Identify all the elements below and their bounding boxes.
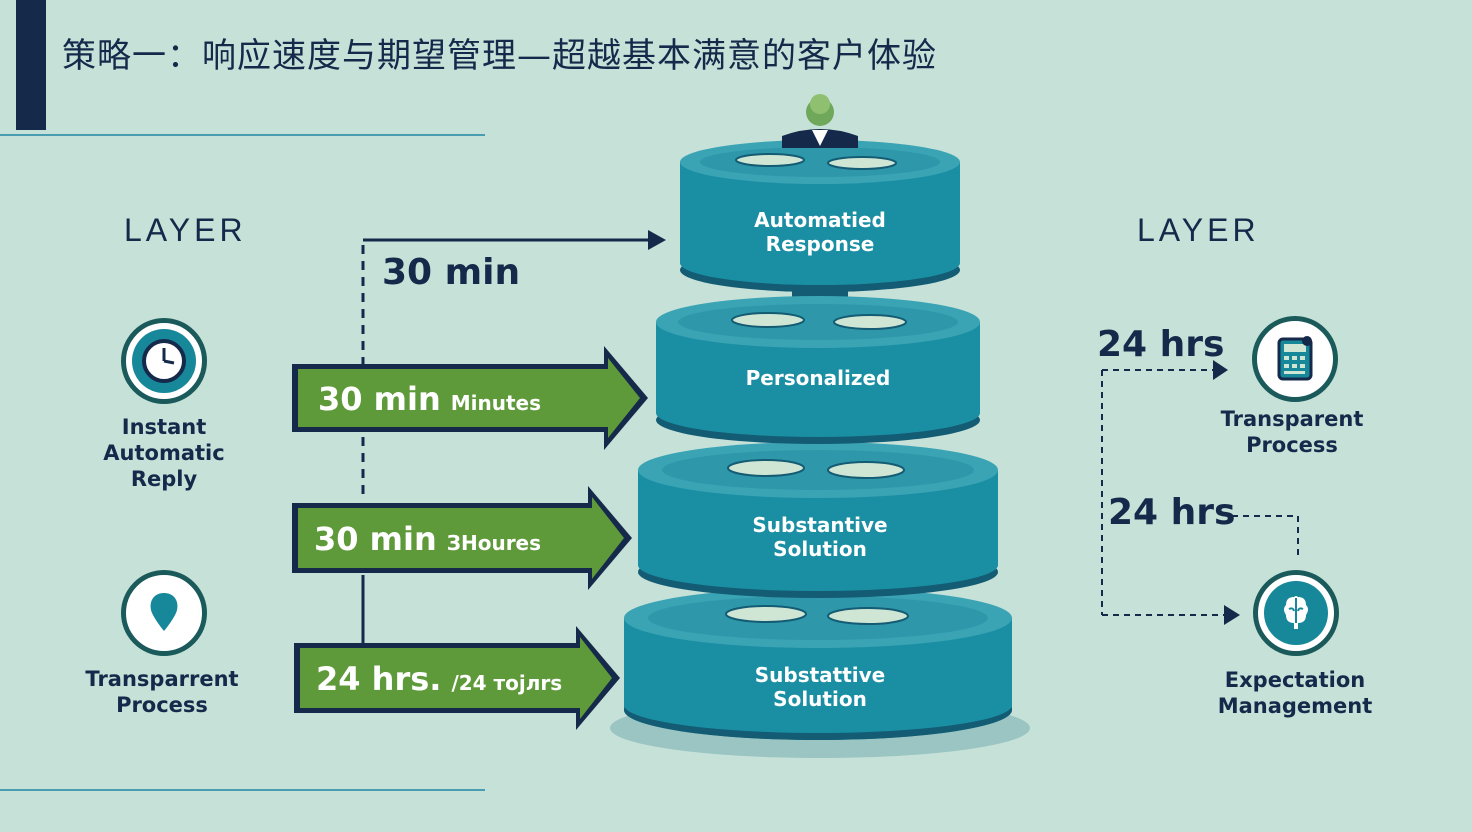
tier-4-label: Substattive Solution — [754, 663, 886, 711]
right-time-label-1: 24 hrs — [1097, 324, 1225, 365]
arrow-3-label: 24 hrs./24 тоjлrs — [316, 660, 563, 698]
person-figure — [782, 94, 858, 148]
tier-1-label: Automatied Response — [754, 208, 886, 256]
tier-2-label: Personalized — [745, 366, 891, 390]
top-arrow-head — [648, 230, 666, 250]
green-arrow-2 — [292, 486, 632, 590]
tier-2 — [656, 296, 980, 444]
location-pin-icon — [121, 570, 207, 656]
layer-label-left: LAYER — [124, 212, 247, 248]
green-arrow-3 — [294, 626, 620, 730]
tier-1 — [680, 140, 960, 292]
brain-icon — [1253, 570, 1339, 656]
left-item-transparent-process: Transparrent Process — [85, 667, 239, 717]
right-item-expectation-management: Expectation Management — [1217, 668, 1373, 718]
layer-label-right: LAYER — [1137, 212, 1260, 248]
right-item-transparent-process: Transparent Process — [1220, 407, 1364, 457]
tier-4 — [624, 588, 1012, 740]
right-arrow-top-head — [1213, 360, 1228, 380]
tier-3 — [638, 442, 998, 598]
clock-icon — [121, 318, 207, 404]
title-accent-bar — [16, 0, 46, 130]
right-time-label-2: 24 hrs — [1108, 492, 1236, 533]
tier-3-label: Substantive Solution — [752, 513, 888, 561]
top-time-label: 30 min — [382, 252, 521, 293]
page-title: 策略一：响应速度与期望管理—超越基本满意的客户体验 — [62, 36, 937, 76]
green-arrow-1 — [292, 346, 648, 450]
left-item-instant-reply: Instant Automatic Reply — [103, 415, 225, 491]
right-arrow-bottom-head — [1224, 605, 1240, 625]
calculator-icon — [1252, 316, 1338, 402]
